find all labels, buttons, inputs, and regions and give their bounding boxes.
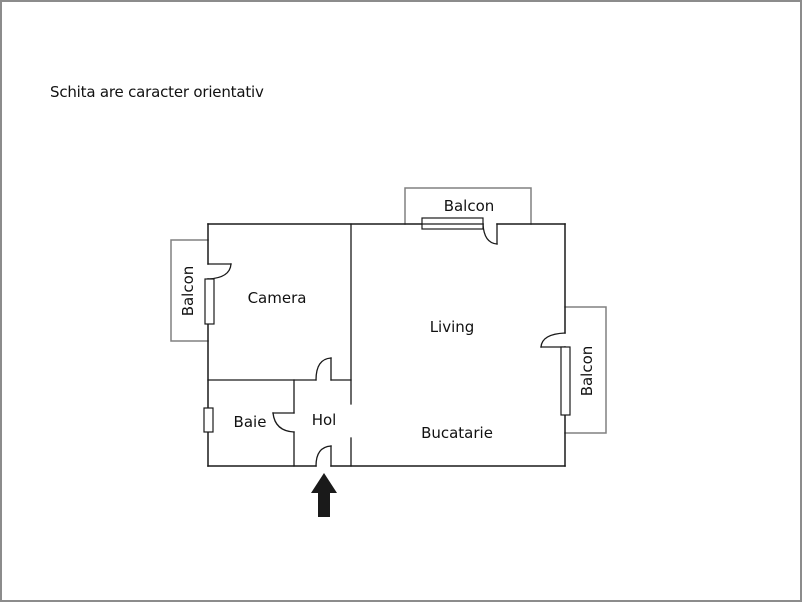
interior-walls	[207, 223, 352, 467]
balcony-top	[404, 187, 532, 225]
door-camera	[315, 357, 332, 381]
window-right	[560, 346, 571, 416]
door-top-balcony	[482, 223, 498, 245]
window-baie	[203, 407, 214, 433]
entrance-arrow-icon	[311, 473, 337, 517]
balcony-left	[170, 239, 209, 342]
room-label-bucatarie: Bucatarie	[421, 424, 493, 442]
window-top	[421, 217, 484, 230]
disclaimer-note: Schita are caracter orientativ	[50, 83, 264, 101]
door-right-balcony	[540, 332, 566, 348]
balcony-label-left: Balcon	[179, 266, 197, 317]
room-label-hol: Hol	[312, 411, 337, 429]
balcony-label-right: Balcon	[578, 346, 596, 397]
room-label-baie: Baie	[234, 413, 267, 431]
room-label-camera: Camera	[248, 289, 307, 307]
door-left-balcony	[207, 263, 232, 280]
window-left	[204, 278, 215, 325]
room-label-living: Living	[430, 318, 475, 336]
balcony-right	[564, 306, 607, 434]
balcony-label-top: Balcon	[444, 197, 495, 215]
door-baie	[272, 412, 295, 433]
door-entrance	[315, 445, 332, 467]
